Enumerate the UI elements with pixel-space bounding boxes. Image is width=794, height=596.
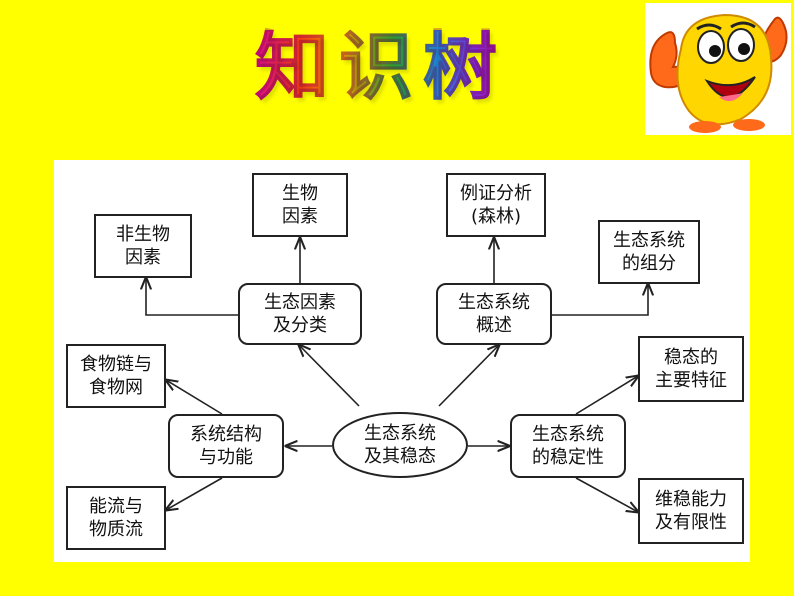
node-food-chain-web: 食物链与 食物网	[66, 344, 166, 408]
node-stability-capacity: 维稳能力 及有限性	[638, 478, 744, 544]
node-abiotic-factors: 非生物 因素	[94, 214, 192, 278]
node-ecological-factors: 生态因素 及分类	[238, 283, 362, 345]
page-title: 知识树	[255, 24, 507, 110]
node-example-forest: 例证分析 (森林)	[446, 173, 546, 237]
node-biotic-factors: 生物 因素	[252, 173, 348, 237]
knowledge-tree-diagram: 生态系统 及其稳态 生态因素 及分类 生态系统 概述 系统结构 与功能 生态系统…	[54, 160, 750, 562]
node-ecosystem-stability: 生态系统 的稳定性	[510, 414, 626, 478]
node-ecosystem-components: 生态系统 的组分	[598, 220, 700, 284]
cartoon-face-mascot-icon	[645, 3, 791, 135]
node-ecosystem-homeostasis: 生态系统 及其稳态	[332, 412, 468, 478]
node-structure-function: 系统结构 与功能	[168, 414, 284, 478]
node-homeostasis-features: 稳态的 主要特征	[638, 336, 744, 402]
node-energy-matter-flow: 能流与 物质流	[66, 486, 166, 550]
node-ecosystem-overview: 生态系统 概述	[436, 283, 552, 345]
connector-lines	[54, 160, 750, 562]
